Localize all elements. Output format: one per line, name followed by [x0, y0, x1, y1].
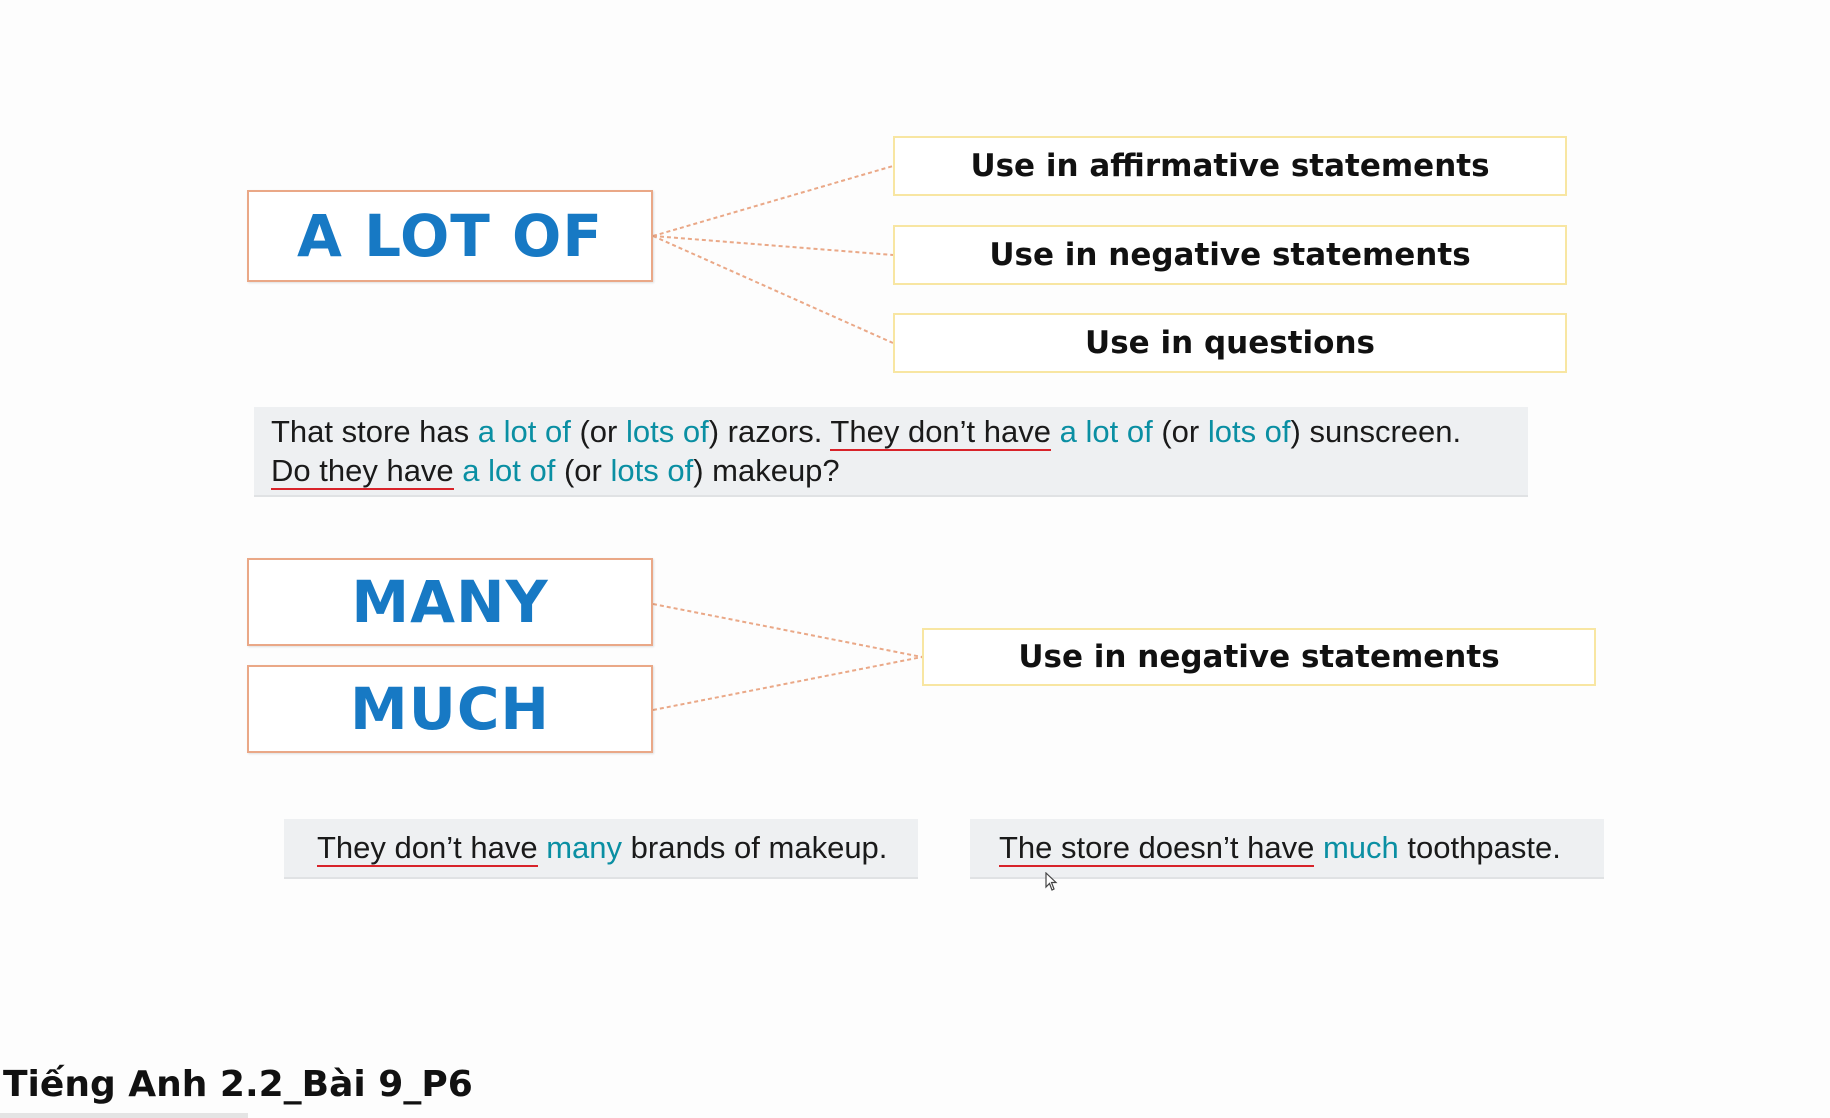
- example-many-text: They don’t have many brands of makeup.: [317, 828, 918, 867]
- highlighted-term: a lot of: [462, 453, 556, 488]
- underlined-phrase: Do they have: [271, 453, 454, 490]
- keyword-much-label: MUCH: [350, 675, 550, 743]
- highlighted-term: lots of: [625, 414, 709, 449]
- usage-affirmative: Use in affirmative statements: [893, 136, 1567, 196]
- highlighted-term: much: [1322, 830, 1399, 865]
- mouse-cursor-icon: [1045, 872, 1058, 891]
- usage-questions-label: Use in questions: [1085, 325, 1375, 361]
- keyword-much: MUCH: [247, 665, 653, 753]
- sentence-text: ) sunscreen.: [1290, 414, 1462, 449]
- connector-affirmative: [652, 165, 894, 237]
- highlighted-term: lots of: [610, 453, 694, 488]
- keyword-many: MANY: [247, 558, 653, 646]
- sentence-text: (or: [1152, 414, 1208, 449]
- sentence-text: [1314, 830, 1323, 865]
- connector-questions: [652, 235, 894, 344]
- example-many: They don’t have many brands of makeup.: [284, 819, 918, 877]
- example-much: The store doesn’t have much toothpaste.: [970, 819, 1604, 877]
- usage-negative: Use in negative statements: [893, 225, 1567, 285]
- connector-many: [652, 603, 923, 658]
- sentence-text: [454, 453, 463, 488]
- highlighted-term: lots of: [1207, 414, 1291, 449]
- example-a-lot-of: That store has a lot of (or lots of) raz…: [254, 407, 1528, 495]
- sentence-text: (or: [570, 414, 626, 449]
- usage-negative-many-much-label: Use in negative statements: [1018, 639, 1500, 675]
- sentence-text: [1051, 414, 1060, 449]
- usage-questions: Use in questions: [893, 313, 1567, 373]
- keyword-a-lot-of: A LOT OF: [247, 190, 653, 282]
- sentence-text: brands of makeup.: [622, 830, 888, 865]
- progress-track: [0, 1113, 248, 1118]
- lesson-title: Tiếng Anh 2.2_Bài 9_P6: [3, 1064, 473, 1105]
- highlighted-term: a lot of: [477, 414, 571, 449]
- keyword-many-label: MANY: [351, 568, 549, 636]
- example-a-lot-of-line-2: Do they have a lot of (or lots of) makeu…: [271, 451, 1528, 490]
- sentence-text: ) razors.: [708, 414, 831, 449]
- underlined-phrase: The store doesn’t have: [999, 830, 1315, 867]
- sentence-text: toothpaste.: [1398, 830, 1561, 865]
- sentence-text: ) makeup?: [693, 453, 840, 488]
- highlighted-term: a lot of: [1059, 414, 1153, 449]
- usage-negative-label: Use in negative statements: [989, 237, 1471, 273]
- usage-affirmative-label: Use in affirmative statements: [970, 148, 1490, 184]
- highlighted-term: many: [546, 830, 623, 865]
- sentence-text: (or: [555, 453, 611, 488]
- example-much-text: The store doesn’t have much toothpaste.: [999, 828, 1604, 867]
- sentence-text: That store has: [271, 414, 478, 449]
- usage-negative-many-much: Use in negative statements: [922, 628, 1596, 686]
- connector-much: [652, 656, 923, 711]
- keyword-a-lot-of-label: A LOT OF: [297, 202, 603, 270]
- sentence-text: [538, 830, 547, 865]
- example-a-lot-of-line-1: That store has a lot of (or lots of) raz…: [271, 412, 1528, 451]
- underlined-phrase: They don’t have: [830, 414, 1052, 451]
- connector-negative: [652, 235, 894, 256]
- underlined-phrase: They don’t have: [317, 830, 538, 867]
